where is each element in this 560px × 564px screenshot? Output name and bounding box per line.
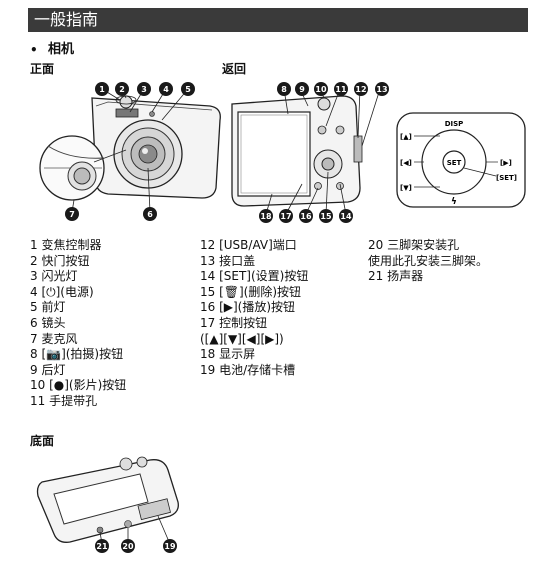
bullet: • [30,43,38,57]
list-item: 16 [▶](播放)按钮 [200,300,296,315]
dial-left-label: [◀] [400,159,412,167]
list-item: 18 显示屏 [200,347,256,362]
callout-18: 18 [260,212,272,221]
lcd-screen [237,111,311,197]
bottom-camera-illustration: 21 20 19 [36,456,179,553]
set-center-label: SET [447,159,462,167]
list-item: 4 [⏻](电源) [30,284,94,299]
callout-6: 6 [147,210,153,219]
list-item: 21 扬声器 [368,269,424,284]
disp-label: DISP [445,120,464,128]
list-item: 3 闪光灯 [30,269,78,284]
list-item: 10 [●](影片)按钮 [30,378,127,393]
list-item: 5 前灯 [30,300,66,315]
callout-16: 16 [300,212,312,221]
section-header: 一般指南 [28,8,528,32]
callout-4: 4 [163,85,169,94]
callout-3: 3 [141,85,147,94]
list-item: 7 麦克风 [30,331,78,346]
parts-list-col2: 12 [USB/AV]端口 13 接口盖 14 [SET](设置)按钮 15 [… [200,238,308,378]
back-label: 返回 [222,62,247,76]
flash-icon: ϟ [451,197,457,207]
list-item: 9 后灯 [30,362,66,377]
flash-window [115,108,139,118]
subsection-title: 相机 [48,42,75,57]
callout-7: 7 [69,210,75,219]
list-item: 11 手提带孔 [30,393,98,408]
callout-9: 9 [299,85,305,94]
list-item: 2 快门按钮 [30,253,90,268]
section-title: 一般指南 [34,10,99,29]
list-item: 15 [🗑](删除)按钮 [200,284,302,299]
set-button-label: [SET] [496,174,517,182]
list-item: 12 [USB/AV]端口 [200,238,297,252]
dial-up-label: [▲] [400,133,412,141]
list-item: 13 接口盖 [200,253,256,268]
callout-11: 11 [335,85,347,94]
dial-down-label: [▼] [400,184,412,192]
callout-20: 20 [122,542,134,551]
list-item: 14 [SET](设置)按钮 [200,269,309,284]
front-label: 正面 [30,62,55,76]
list-item: 19 电池/存储卡槽 [200,362,296,377]
list-item: ([▲][▼][◀][▶]) [200,331,284,346]
callout-21: 21 [96,542,108,551]
parts-list-col1: 1 变焦控制器 2 快门按钮 3 闪光灯 4 [⏻](电源) 5 前灯 6 镜头… [30,238,126,410]
callout-15: 15 [320,212,332,221]
bottom-label: 底面 [30,434,55,448]
front-callouts: 1 2 3 4 5 6 7 [65,82,195,221]
front-camera-illustration: 1 2 3 4 5 6 7 [39,82,221,221]
list-item: 1 变焦控制器 [30,238,102,252]
callout-17: 17 [280,212,291,221]
dial-right-label: [▶] [500,159,512,167]
callout-1: 1 [99,85,105,94]
back-camera-illustration: 8 9 10 11 12 13 14 15 16 17 18 [231,82,389,223]
callout-10: 10 [315,85,327,94]
parts-list-col3: 20 三脚架安装孔 使用此孔安装三脚架。 21 扬声器 [368,238,488,285]
callout-14: 14 [340,212,352,221]
list-item: 20 三脚架安装孔 [368,238,460,252]
callout-8: 8 [281,85,287,94]
control-dial-diagram: SET DISP [▲] [◀] [▼] [▶] [SET] ϟ [396,112,526,208]
callout-19: 19 [164,542,176,551]
list-item: 6 镜头 [30,315,66,330]
list-item: 17 控制按钮 [200,315,268,330]
list-item: 使用此孔安装三脚架。 [368,253,489,268]
callout-5: 5 [185,85,191,94]
bottom-callouts: 21 20 19 [95,539,177,553]
callout-13: 13 [376,85,387,94]
callout-2: 2 [119,85,125,94]
list-item: 8 [📷](拍摄)按钮 [30,347,124,362]
callout-12: 12 [355,85,366,94]
back-callouts: 8 9 10 11 12 13 14 15 16 17 18 [259,82,389,223]
